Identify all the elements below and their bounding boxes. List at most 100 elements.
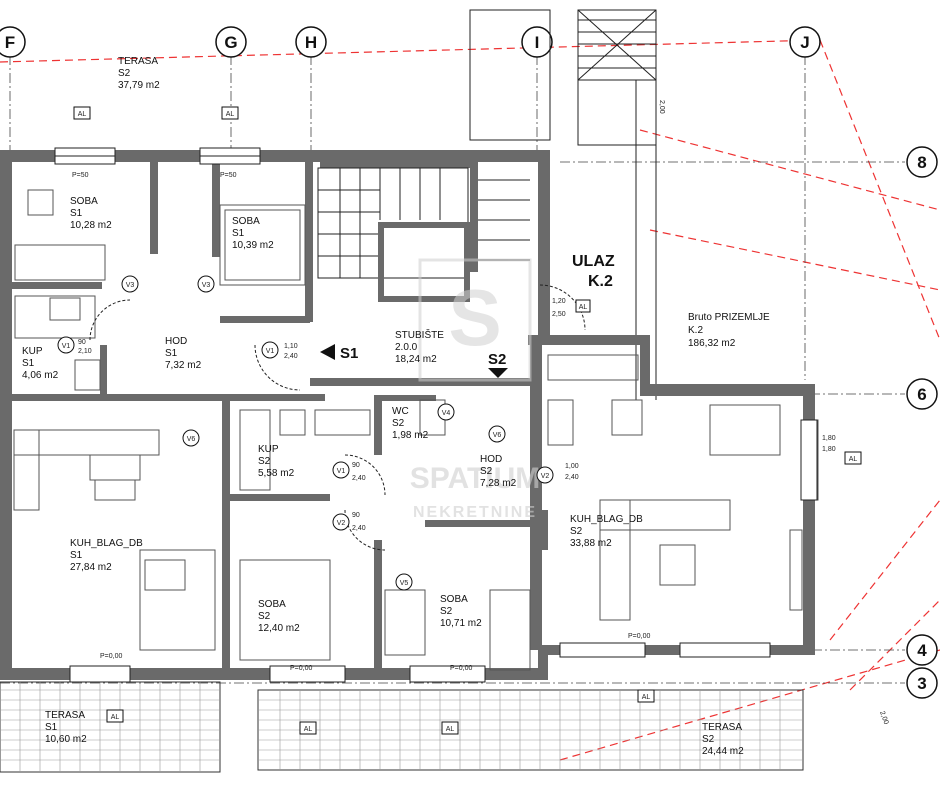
- svg-text:S2: S2: [258, 456, 271, 467]
- furniture: [13, 189, 819, 671]
- grid-bubble-3: 3: [906, 667, 938, 699]
- svg-text:I: I: [535, 33, 540, 52]
- svg-text:S1: S1: [45, 722, 58, 733]
- svg-text:4: 4: [917, 641, 927, 660]
- al-marker-7: AL: [441, 721, 459, 735]
- al-marker-8: AL: [637, 689, 655, 703]
- door-tag-v1b: V1: [261, 341, 279, 359]
- external-stair: [469, 9, 657, 400]
- svg-text:6: 6: [917, 385, 926, 404]
- dim-soba2-w: 90: [352, 512, 360, 519]
- dim-door-w: 1,20: [552, 298, 566, 305]
- svg-text:V1: V1: [337, 468, 346, 475]
- door-tag-v1: V1: [57, 336, 75, 354]
- grid-bubble-f: F: [0, 26, 26, 58]
- svg-text:12,40 m2: 12,40 m2: [258, 623, 300, 634]
- svg-text:186,32 m2: 186,32 m2: [688, 338, 736, 349]
- room-terasa-s2-bottom: TERASA S2 24,44 m2: [702, 722, 744, 757]
- svg-text:S1: S1: [70, 550, 83, 561]
- svg-text:18,24 m2: 18,24 m2: [395, 354, 437, 365]
- svg-text:J: J: [800, 33, 809, 52]
- svg-text:V1: V1: [62, 343, 71, 350]
- svg-text:F: F: [5, 33, 15, 52]
- svg-text:7,28 m2: 7,28 m2: [480, 478, 517, 489]
- windows: [54, 147, 818, 683]
- grid-bubble-i: I: [521, 26, 553, 58]
- al-marker-6: AL: [299, 721, 317, 735]
- svg-text:K.2: K.2: [688, 325, 703, 336]
- svg-text:S: S: [448, 273, 501, 362]
- svg-text:AL: AL: [579, 304, 588, 311]
- dim-kuh2-h: 2,40: [565, 474, 579, 481]
- grid-axes: [0, 55, 905, 684]
- door-tag-v5: V5: [395, 573, 413, 591]
- svg-text:2.0.0: 2.0.0: [395, 342, 418, 353]
- svg-text:V1: V1: [266, 348, 275, 355]
- dim-stair: 2,00: [658, 100, 665, 114]
- al-marker-5: AL: [106, 709, 124, 723]
- svg-text:G: G: [224, 33, 237, 52]
- svg-text:4,06 m2: 4,06 m2: [22, 370, 59, 381]
- svg-text:HOD: HOD: [480, 454, 502, 465]
- svg-text:1,98 m2: 1,98 m2: [392, 430, 429, 441]
- svg-text:33,88 m2: 33,88 m2: [570, 538, 612, 549]
- s1-arrow-icon: [320, 344, 335, 360]
- room-soba-s2b: SOBA S2 10,71 m2: [440, 594, 482, 629]
- grid-bubble-6: 6: [906, 378, 938, 410]
- svg-text:V2: V2: [541, 473, 550, 480]
- grid-bubble-h: H: [295, 26, 327, 58]
- svg-text:SOBA: SOBA: [258, 599, 286, 610]
- grid-bubble-j: J: [789, 26, 821, 58]
- dim-hod2-h: 2,40: [352, 475, 366, 482]
- svg-text:KUP: KUP: [22, 346, 43, 357]
- svg-text:8: 8: [917, 153, 926, 172]
- dim-win-e-2: 1,80: [822, 446, 836, 453]
- al-marker-2: AL: [221, 106, 239, 120]
- room-wc-s2: WC S2 1,98 m2: [392, 406, 429, 441]
- svg-text:V5: V5: [400, 580, 409, 587]
- svg-text:ULAZ: ULAZ: [572, 253, 615, 270]
- svg-text:AL: AL: [111, 714, 120, 721]
- dim-door-h: 2,50: [552, 311, 566, 318]
- terrace-outline-top: [0, 39, 940, 761]
- dim-v1-w: 1,10: [284, 343, 298, 350]
- grid-bubble-g: G: [215, 26, 247, 58]
- svg-text:AL: AL: [226, 111, 235, 118]
- svg-text:STUBIŠTE: STUBIŠTE: [395, 328, 444, 341]
- svg-text:AL: AL: [304, 726, 313, 733]
- svg-text:10,28 m2: 10,28 m2: [70, 220, 112, 231]
- svg-text:TERASA: TERASA: [118, 56, 158, 67]
- room-kuh-s1: KUH_BLAG_DB S1 27,84 m2: [70, 538, 143, 573]
- svg-text:V6: V6: [493, 432, 502, 439]
- svg-text:S1: S1: [22, 358, 35, 369]
- svg-text:TERASA: TERASA: [45, 710, 85, 721]
- internal-stair: [317, 167, 530, 302]
- room-soba-s1: SOBA S1 10,28 m2: [70, 196, 112, 231]
- svg-text:S2: S2: [392, 418, 405, 429]
- svg-text:S2: S2: [440, 606, 453, 617]
- dim-soba2-h: 2,40: [352, 525, 366, 532]
- terrace-hatch: [0, 681, 804, 773]
- al-marker-1: AL: [73, 106, 91, 120]
- dim-win-e-1: 1,80: [822, 435, 836, 442]
- door-tag-v6: V6: [182, 429, 200, 447]
- svg-text:S2: S2: [118, 68, 131, 79]
- room-terasa-s2-top: TERASA S2 37,79 m2: [118, 56, 160, 91]
- dim-hod2-w: 90: [352, 462, 360, 469]
- svg-text:AL: AL: [446, 726, 455, 733]
- svg-text:10,60 m2: 10,60 m2: [45, 734, 87, 745]
- grid-bubble-4: 4: [906, 634, 938, 666]
- room-hod-s1: HOD S1 7,32 m2: [165, 336, 202, 371]
- dim-terrace: 2,00: [878, 710, 889, 725]
- svg-text:TERASA: TERASA: [702, 722, 742, 733]
- al-marker-3: AL: [575, 299, 591, 313]
- room-kuh-s2: KUH_BLAG_DB S2 33,88 m2: [570, 514, 643, 549]
- svg-text:KUP: KUP: [258, 444, 279, 455]
- dim-kup-door-h: 2,10: [78, 348, 92, 355]
- svg-text:V6: V6: [187, 436, 196, 443]
- door-tag-v2b: V2: [536, 466, 554, 484]
- interior-walls: [12, 162, 548, 679]
- svg-text:10,39 m2: 10,39 m2: [232, 240, 274, 251]
- svg-text:SOBA: SOBA: [440, 594, 468, 605]
- svg-text:AL: AL: [78, 111, 87, 118]
